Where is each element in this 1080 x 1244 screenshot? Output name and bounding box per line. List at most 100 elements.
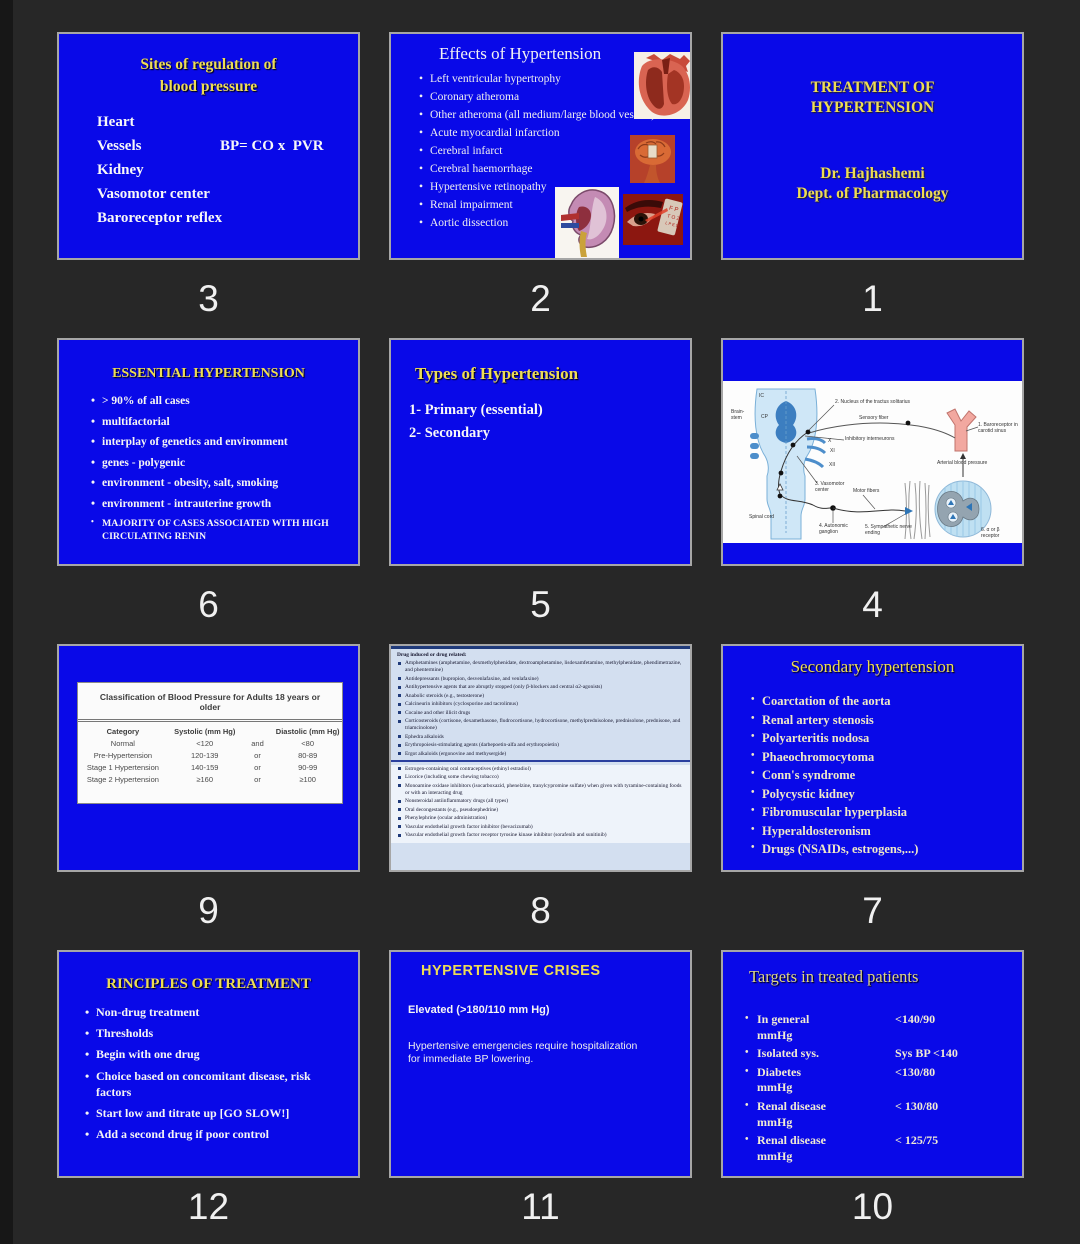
list-item: Begin with one drug (83, 1046, 339, 1062)
slide7-title: Secondary hypertension (790, 657, 955, 676)
slide-thumbnail-8[interactable]: Drug induced or drug related: Amphetamin… (389, 644, 692, 872)
diagram-label-nucleus: 2. Nucleus of the tractus solitarius (835, 399, 911, 405)
slide-row-2: ESSENTIAL HYPERTENSION > 90% of all case… (57, 338, 1024, 644)
list-item: Cerebral haemorrhage (417, 162, 665, 177)
slide-cell-9: Classification of Blood Pressure for Adu… (57, 644, 360, 950)
list-item: Baroreceptor reflex (97, 210, 223, 226)
diagram-label-x: X (828, 438, 832, 444)
diagram-label-inhibitory: Inhibitory interneurons (845, 436, 895, 442)
slide-number-label: 5 (530, 584, 551, 625)
slide6-list: > 90% of all cases multifactorial interp… (89, 394, 339, 544)
slide-number-label: 1 (862, 278, 883, 319)
list-item: Aortic dissection (417, 216, 665, 231)
list-item: Add a second drug if poor control (83, 1126, 339, 1142)
slide-thumbnail-9[interactable]: Classification of Blood Pressure for Adu… (57, 644, 360, 872)
list-item: Start low and titrate up [GO SLOW!] (83, 1105, 339, 1121)
slide-thumbnail-1[interactable]: TREATMENT OF HYPERTENSION Dr. Hajhashemi… (721, 32, 1024, 260)
list-item: MAJORITY OF CASES ASSOCIATED WITH HIGH C… (89, 517, 339, 543)
list-item: Anabolic steroids (e.g., testosterone) (397, 693, 684, 700)
author-dept: Dept. of Pharmacology (796, 185, 949, 203)
vessels-label: Vessels (97, 138, 142, 154)
list-item: Cocaine and other illicit drugs (397, 710, 684, 717)
slide11-body: Hypertensive emergencies require hospita… (408, 1040, 638, 1066)
slide12-title: RINCIPLES OF TREATMENT (106, 976, 311, 992)
slide-number-label: 4 (862, 584, 883, 625)
slide-cell-4: Brain-stem IC CP 2. Nucleus of the tract… (721, 338, 1024, 644)
list-item: Cerebral infarct (417, 144, 665, 159)
slide-number-label: 12 (187, 1186, 230, 1227)
diagram-label-motor: Motor fibers (853, 488, 880, 494)
slide1-title-line1: TREATMENT OF (810, 79, 935, 96)
target-unit: mmHg (757, 1148, 793, 1163)
target-label: Isolated sys. (757, 1046, 820, 1061)
target-row: Isolated sys. Sys BP <140 (745, 1046, 1013, 1062)
diagram-label-receptor: 6. α or β receptor (981, 527, 1000, 539)
author-name: Dr. Hajhashemi (820, 165, 925, 182)
slide3-title-line1: Sites of regulation of (140, 56, 277, 73)
svg-text:F P: F P (668, 206, 679, 214)
list-item: Acute myocardial infarction (417, 126, 665, 141)
diagram-label-xi: XI (830, 448, 835, 454)
list-item: Hyperaldosteronism (749, 824, 1009, 839)
slide-thumbnail-12[interactable]: RINCIPLES OF TREATMENT Non-drug treatmen… (57, 950, 360, 1178)
slide-number-label: 7 (862, 890, 883, 931)
slide-thumbnail-5[interactable]: Types of Hypertension 1- Primary (essent… (389, 338, 692, 566)
target-row: In general mmHg <140/90 (745, 1012, 1013, 1043)
slide-thumbnail-10[interactable]: Targets in treated patients In general m… (721, 950, 1024, 1178)
slide-thumbnail-7[interactable]: Secondary hypertension Coarctation of th… (721, 644, 1024, 872)
list-item: Phaeochromocytoma (749, 750, 1009, 765)
slide-cell-12: RINCIPLES OF TREATMENT Non-drug treatmen… (57, 950, 360, 1236)
target-label: In general (757, 1012, 810, 1026)
target-unit: mmHg (757, 1080, 793, 1095)
target-value: <130/80 (895, 1064, 936, 1079)
slide12-list: Non-drug treatmentThresholdsBegin with o… (83, 1004, 339, 1147)
list-item: Vascular endothelial growth factor inhib… (397, 824, 684, 831)
list-item: Erythropoiesis-stimulating agents (darbe… (397, 742, 684, 749)
list-item: Coronary atheroma (417, 90, 665, 105)
slide-cell-5: Types of Hypertension 1- Primary (essent… (389, 338, 692, 644)
svg-text:T O Z: T O Z (666, 213, 680, 222)
diagram-label-arterial: Arterial blood pressure (937, 460, 988, 466)
slide-thumbnail-4[interactable]: Brain-stem IC CP 2. Nucleus of the tract… (721, 338, 1024, 566)
slide-thumbnail-11[interactable]: HYPERTENSIVE CRISES Elevated (>180/110 m… (389, 950, 692, 1178)
baroreflex-diagram-art (750, 388, 992, 540)
diagram-label-vasomotor: 3. Vasomotor center (815, 481, 845, 493)
list-item: Other atheroma (all medium/large blood v… (417, 108, 665, 123)
heart-image (634, 52, 690, 119)
drug-table-header: Drug induced or drug related: (397, 652, 467, 658)
list-item: Oral decongestants (e.g., pseudoephedrin… (397, 807, 684, 814)
eye-image: F P T O Z L P E D (623, 194, 683, 245)
bp-table-title: Classification of Blood Pressure for Adu… (78, 683, 342, 722)
list-item: Amphetamines (amphetamine, dexmethylphen… (397, 660, 684, 674)
target-label: Renal disease (757, 1098, 826, 1113)
list-item: Nonsteroidal antiinflammatory drugs (all… (397, 798, 684, 805)
section-divider (391, 759, 690, 762)
list-item: Renal impairment (417, 198, 665, 213)
bp-classification-table: Classification of Blood Pressure for Adu… (77, 682, 343, 804)
slide-thumbnail-3[interactable]: Sites of regulation of blood pressure He… (57, 32, 360, 260)
list-item: Licorice (including some chewing tobacco… (397, 774, 684, 781)
target-unit: mmHg (757, 1027, 793, 1042)
slide-thumbnail-6[interactable]: ESSENTIAL HYPERTENSION > 90% of all case… (57, 338, 360, 566)
list-item: Non-drug treatment (83, 1004, 339, 1020)
slide-number-label: 2 (530, 278, 551, 319)
list-item: Hypertensive retinopathy (417, 180, 665, 195)
kidney-image (555, 187, 619, 258)
diagram-label-ic: IC (759, 393, 764, 399)
slide-row-1: Sites of regulation of blood pressure He… (57, 32, 1024, 338)
slide-thumbnail-2[interactable]: Effects of Hypertension Left ventricular… (389, 32, 692, 260)
slide3-list: Heart Vessels BP= CO x PVR Kidney Vasomo… (97, 114, 350, 234)
list-item: Ergot alkaloids (ergonovine and methyser… (397, 751, 684, 758)
list-item: Heart (97, 114, 135, 130)
diagram-label-ganglion: 4. Autonomic ganglion (819, 523, 848, 535)
bp-formula: BP= CO x PVR (220, 138, 324, 154)
slide10-title: Targets in treated patients (749, 967, 919, 986)
list-item: 2- Secondary (409, 425, 490, 441)
slide-cell-1: TREATMENT OF HYPERTENSION Dr. Hajhashemi… (721, 32, 1024, 338)
slide10-target-rows: In general mmHg <140/90 Isolated sys. Sy… (745, 1012, 1013, 1167)
list-item: Corticosteroids (cortisone, dexamethason… (397, 718, 684, 732)
